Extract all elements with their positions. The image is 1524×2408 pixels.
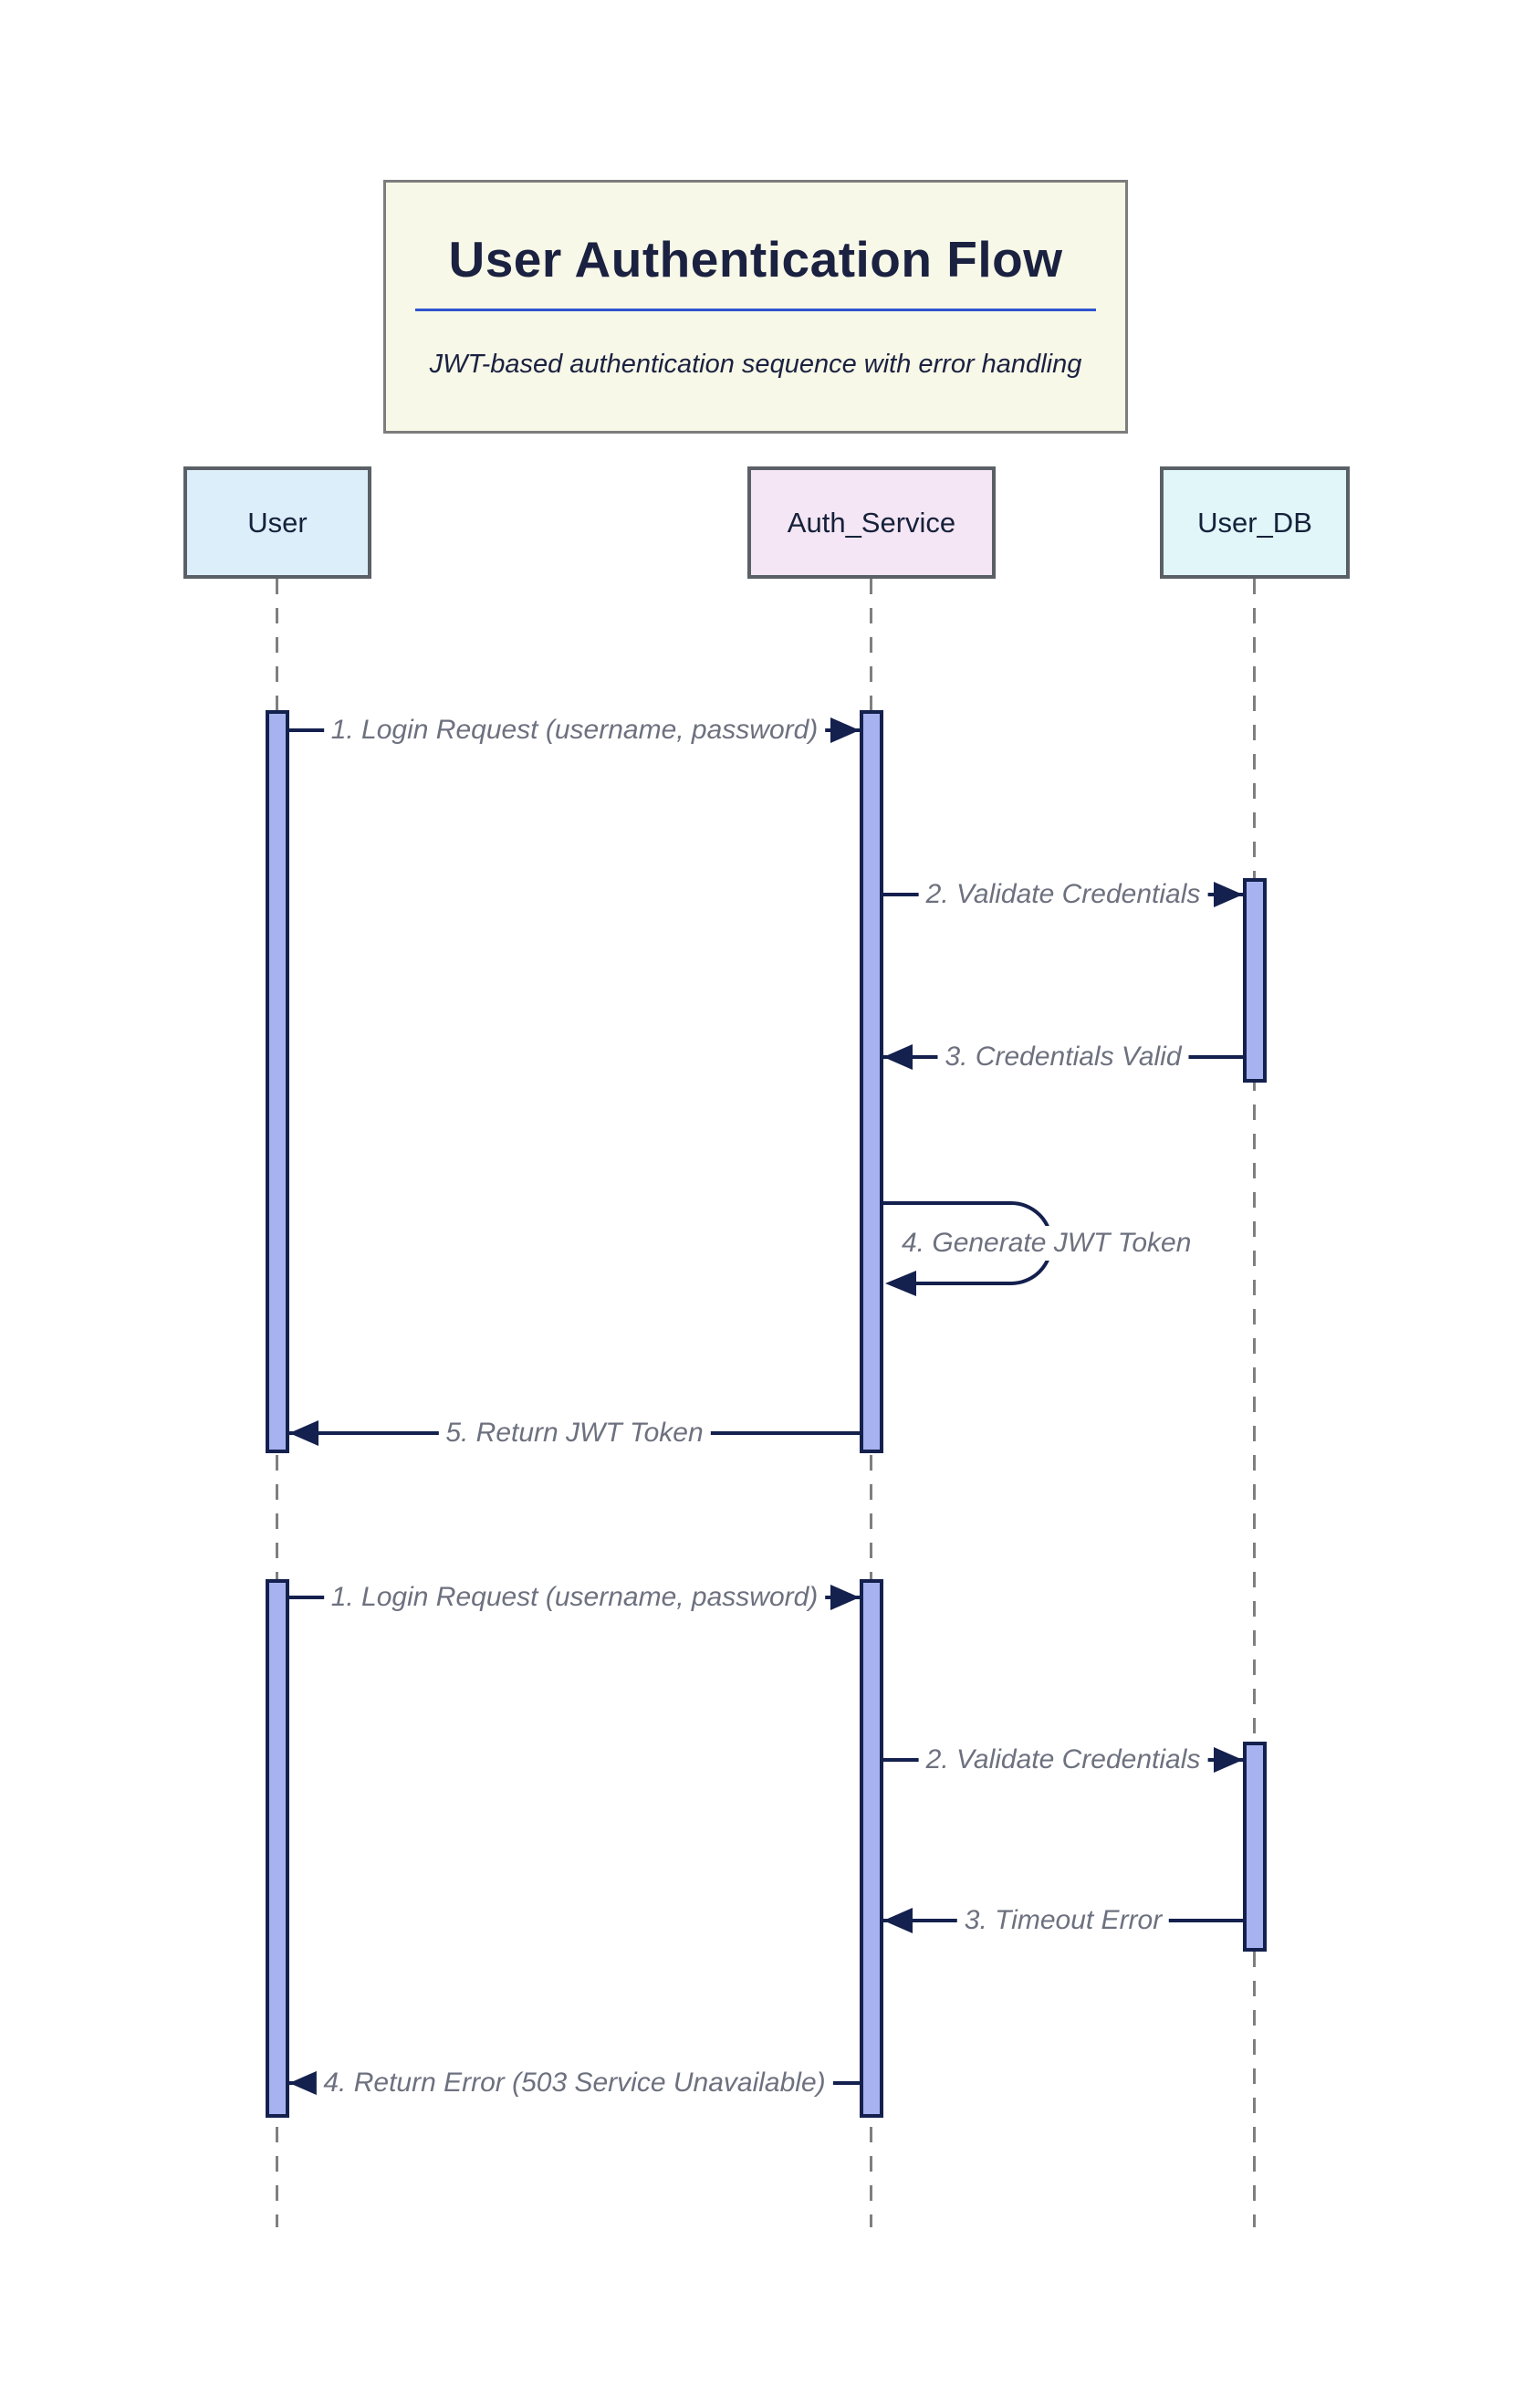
arrowhead-left-icon xyxy=(883,1908,913,1933)
arrowhead-left-icon xyxy=(883,1044,913,1070)
message-label: 5. Return JWT Token xyxy=(438,1416,711,1450)
lifeline-user-db xyxy=(1253,579,1256,2227)
arrowhead-right-icon xyxy=(1214,882,1243,907)
diagram-subtitle: JWT-based authentication sequence with e… xyxy=(429,350,1082,379)
arrowhead-right-icon xyxy=(1214,1747,1243,1773)
activation-bar-user-success xyxy=(266,710,289,1453)
message-label: 4. Generate JWT Token xyxy=(892,1226,1201,1261)
actor-box-user: User xyxy=(183,466,371,579)
message-label: 4. Return Error (503 Service Unavailable… xyxy=(316,2066,833,2100)
arrowhead-left-icon xyxy=(885,1271,916,1296)
message-return-error-503: 4. Return Error (503 Service Unavailable… xyxy=(289,2065,860,2101)
message-timeout-error: 3. Timeout Error xyxy=(883,1902,1243,1939)
actor-box-user-db: User_DB xyxy=(1160,466,1350,579)
message-label: 2. Validate Credentials xyxy=(918,1743,1208,1777)
arrowhead-right-icon xyxy=(830,717,860,743)
activation-bar-user-db-success xyxy=(1243,878,1267,1083)
diagram-title: User Authentication Flow xyxy=(448,231,1063,288)
message-label: 3. Credentials Valid xyxy=(937,1040,1189,1074)
activation-bar-user-db-error xyxy=(1243,1742,1267,1952)
actor-box-auth-service: Auth_Service xyxy=(747,466,996,579)
arrowhead-left-icon xyxy=(289,2070,318,2096)
activation-bar-auth-service-success xyxy=(860,710,883,1453)
actor-label-user: User xyxy=(247,506,308,539)
actor-label-user-db: User_DB xyxy=(1197,506,1312,539)
arrowhead-right-icon xyxy=(830,1585,860,1610)
message-label: 1. Login Request (username, password) xyxy=(323,713,826,748)
message-label: 2. Validate Credentials xyxy=(918,877,1208,912)
activation-bar-auth-service-error xyxy=(860,1579,883,2118)
message-login-request-error: 1. Login Request (username, password) xyxy=(289,1579,860,1616)
message-validate-credentials-success: 2. Validate Credentials xyxy=(883,876,1243,913)
message-label: 1. Login Request (username, password) xyxy=(323,1580,826,1615)
activation-bar-user-error xyxy=(266,1579,289,2118)
actor-label-auth-service: Auth_Service xyxy=(787,506,956,539)
diagram-title-box: User Authentication Flow JWT-based authe… xyxy=(383,180,1128,434)
title-divider-line xyxy=(415,309,1096,311)
message-return-jwt-token: 5. Return JWT Token xyxy=(289,1415,860,1451)
message-label: 3. Timeout Error xyxy=(956,1903,1170,1938)
message-credentials-valid: 3. Credentials Valid xyxy=(883,1039,1243,1075)
arrowhead-left-icon xyxy=(289,1420,318,1446)
message-login-request-success: 1. Login Request (username, password) xyxy=(289,712,860,749)
message-validate-credentials-error: 2. Validate Credentials xyxy=(883,1742,1243,1778)
